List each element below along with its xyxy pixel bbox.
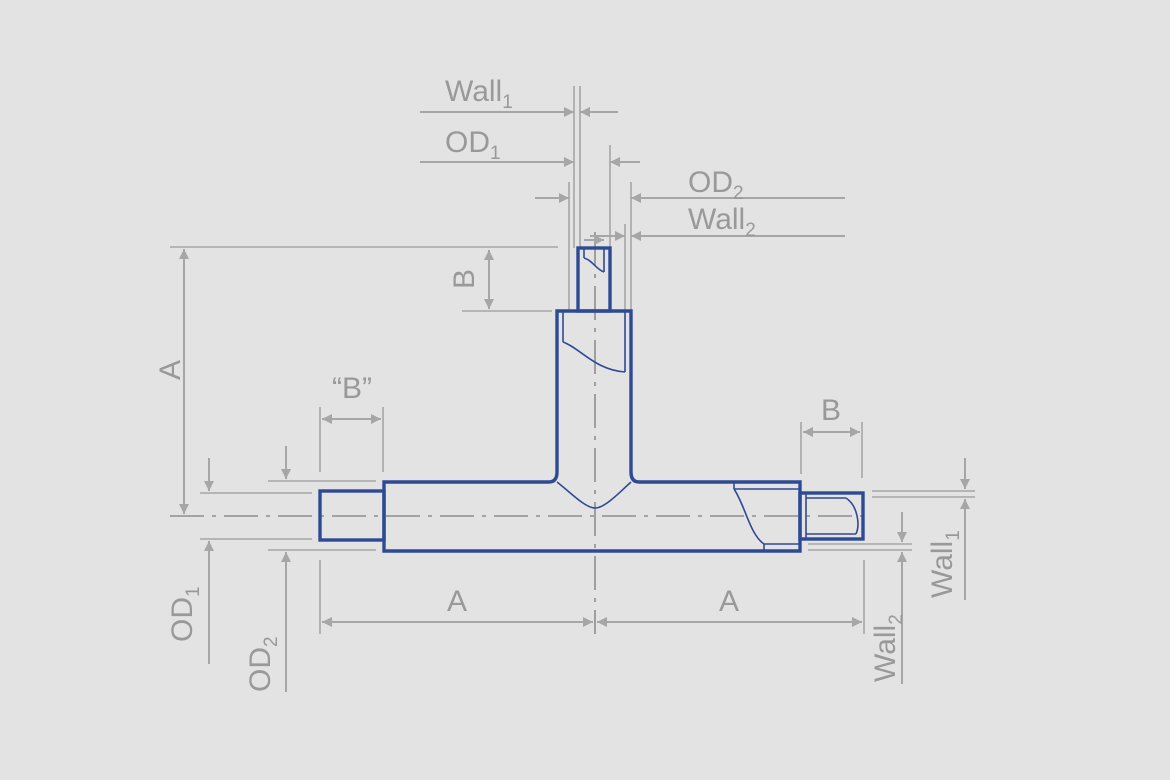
label-b-right: B (821, 394, 841, 427)
dimension-b-quoted (319, 407, 384, 472)
label-a-left: A (447, 585, 467, 618)
left-stub (318, 489, 386, 542)
label-a-vertical: A (154, 360, 187, 380)
dimension-od-left (200, 446, 376, 692)
label-od1-top: OD1 (445, 126, 501, 164)
centerlines (170, 232, 872, 634)
dimension-a-vertical (170, 246, 558, 514)
label-b-branch: B (448, 269, 481, 289)
label-wall1-right: Wall1 (926, 530, 964, 598)
label-wall1-top: Wall1 (445, 75, 513, 113)
dimension-wall-right (808, 458, 975, 684)
top-dimension-lines (420, 86, 845, 310)
label-wall2-top: Wall2 (688, 203, 756, 241)
label-od1-left: OD1 (166, 586, 204, 642)
dimension-a-horizontal (319, 560, 865, 634)
label-od2-top: OD2 (688, 166, 744, 204)
dimension-b-right (800, 422, 863, 478)
tee-fitting-outline (318, 246, 865, 553)
label-od2-left: OD2 (244, 636, 282, 692)
dimension-b-branch (462, 250, 552, 312)
right-stub (798, 491, 865, 541)
label-b-quoted: “B” (332, 372, 372, 405)
label-wall2-right: Wall2 (869, 614, 907, 682)
label-a-right: A (719, 585, 739, 618)
top-stub (576, 246, 612, 313)
main-run-and-branch (382, 309, 802, 553)
